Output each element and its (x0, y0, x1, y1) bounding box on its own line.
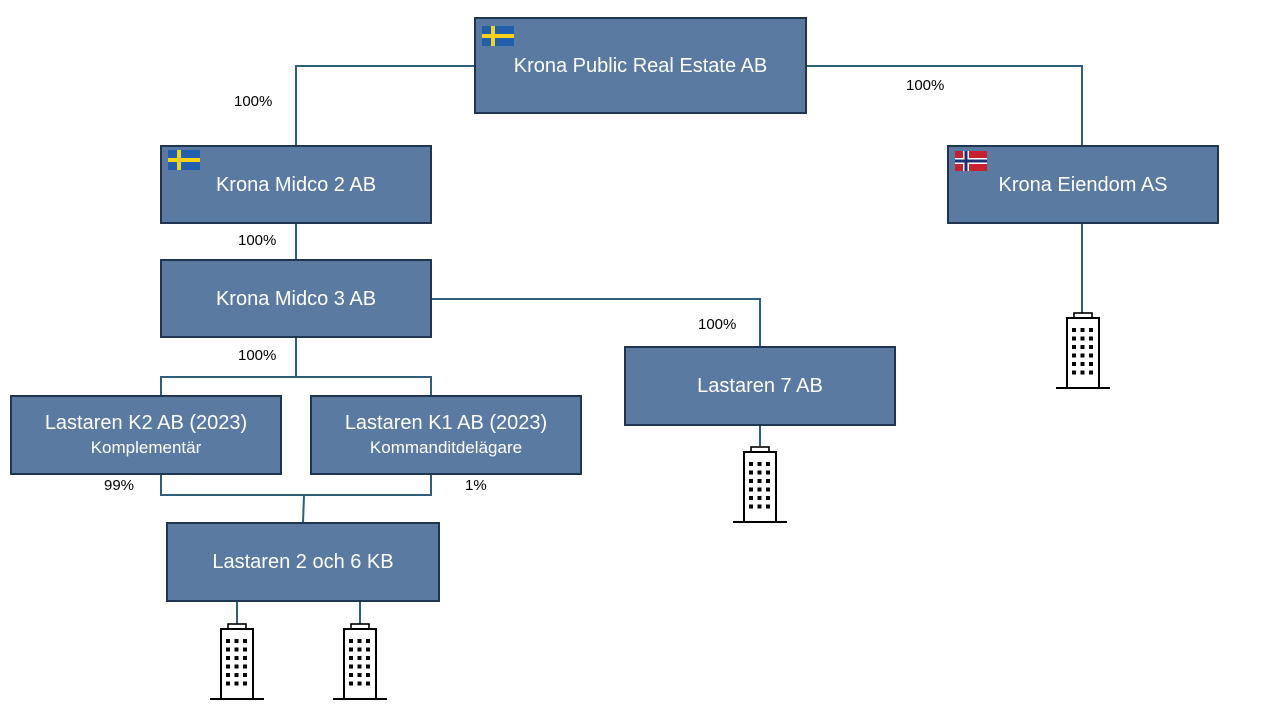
entity-name: Krona Public Real Estate AB (513, 54, 768, 77)
pct-midco3-to-k: 100% (238, 347, 277, 364)
entity-role: Komplementär (90, 438, 202, 457)
line-public-to-eiendom (806, 65, 1083, 146)
line-k-bracket-bottom (160, 474, 432, 496)
office-building-icon (732, 446, 788, 524)
line-to-lastaren26 (302, 494, 305, 524)
entity-name: Lastaren 2 och 6 KB (212, 551, 394, 573)
entity-krona-public-real-estate: Krona Public Real Estate AB (474, 17, 807, 114)
line-midco3-to-lastaren7 (431, 298, 761, 347)
office-building-icon (209, 623, 265, 701)
pct-public-to-eiendom: 100% (906, 77, 945, 94)
pct-public-to-midco2: 100% (234, 93, 273, 110)
entity-name: Lastaren 7 AB (697, 375, 823, 397)
entity-lastaren-k2: Lastaren K2 AB (2023) Komplementär (10, 395, 282, 475)
sweden-flag-icon (482, 26, 514, 46)
entity-krona-midco-2: Krona Midco 2 AB (160, 145, 432, 224)
office-building-icon (332, 623, 388, 701)
entity-name: Krona Midco 3 AB (215, 287, 377, 310)
entity-name: Krona Eiendom AS (998, 173, 1168, 196)
entity-krona-eiendom: Krona Eiendom AS (947, 145, 1219, 224)
office-building-icon (1055, 312, 1111, 390)
entity-lastaren-7: Lastaren 7 AB (624, 346, 896, 426)
entity-name: Lastaren K2 AB (2023) (44, 412, 248, 434)
pct-k2-to-lastaren26: 99% (104, 477, 135, 494)
sweden-flag-icon (168, 150, 200, 170)
line-k-bracket-top (160, 376, 432, 396)
entity-name: Krona Midco 2 AB (215, 173, 377, 196)
entity-role: Kommanditdelägare (369, 438, 523, 457)
entity-name: Lastaren K1 AB (2023) (344, 412, 548, 434)
pct-k1-to-lastaren26: 1% (465, 477, 487, 494)
norway-flag-icon (955, 151, 987, 171)
pct-midco3-to-lastaren7: 100% (698, 316, 737, 333)
pct-midco2-to-midco3: 100% (238, 232, 277, 249)
line-public-to-midco2 (295, 65, 474, 146)
entity-lastaren-2-och-6: Lastaren 2 och 6 KB (166, 522, 440, 602)
entity-lastaren-k1: Lastaren K1 AB (2023) Kommanditdelägare (310, 395, 582, 475)
entity-krona-midco-3: Krona Midco 3 AB (160, 259, 432, 338)
